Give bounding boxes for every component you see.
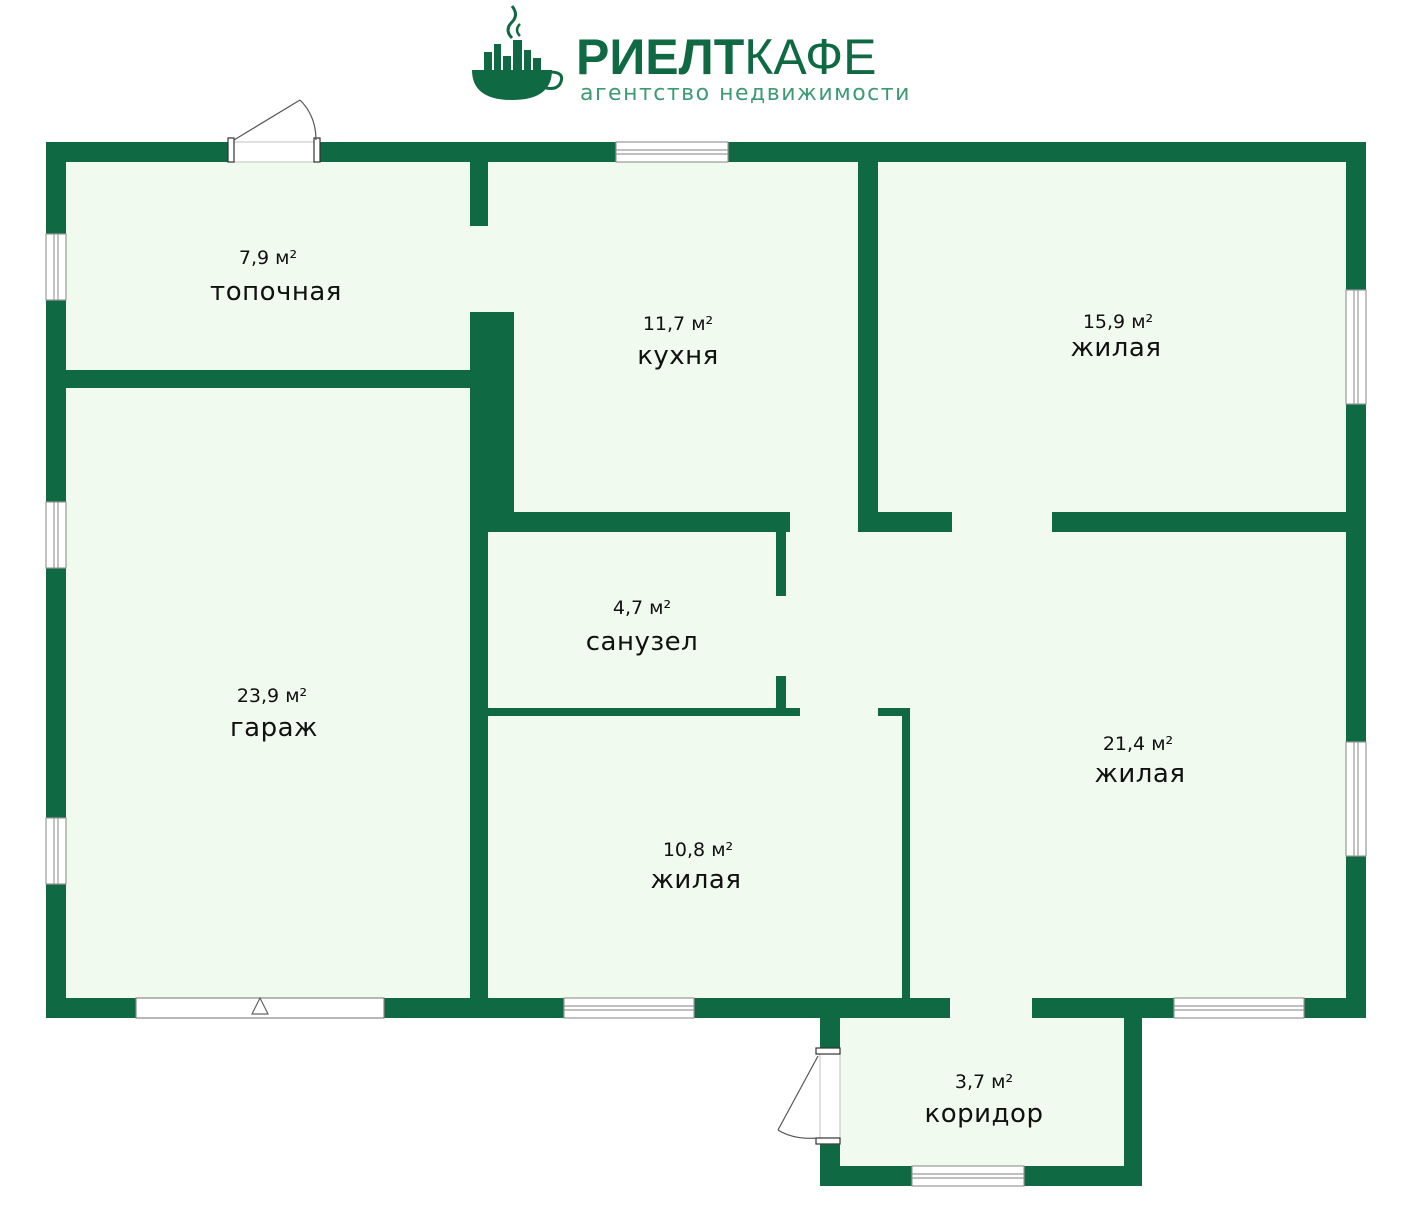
doors <box>135 99 841 1145</box>
room-area: 3,7 м² <box>955 1071 1013 1093</box>
window-corridor-bottom <box>911 1165 1025 1187</box>
room-area: 23,9 м² <box>237 685 307 707</box>
floor-fill <box>66 160 1346 1166</box>
window-garage-left-1 <box>45 501 67 569</box>
room-area: 11,7 м² <box>643 313 713 335</box>
window-garage-left-2 <box>45 817 67 885</box>
brand-logo: РИЕЛТКАФЕ агентство недвижимости <box>472 5 911 106</box>
room-name: топочная <box>210 277 342 307</box>
room-area: 15,9 м² <box>1083 311 1153 333</box>
room-area: 7,9 м² <box>239 247 297 269</box>
window-living3-bottom <box>1173 997 1305 1019</box>
garage-door <box>135 996 385 1019</box>
door-corridor-exterior <box>777 1047 841 1145</box>
window-living1-right <box>1345 289 1367 405</box>
room-area: 4,7 м² <box>613 597 671 619</box>
brand-tagline: агентство недвижимости <box>580 81 911 106</box>
window-living3-right <box>1345 741 1367 857</box>
room-name: гараж <box>230 713 318 743</box>
brand-name-bold: РИЕЛТ <box>576 29 744 85</box>
room-name: жилая <box>1094 759 1185 789</box>
walls <box>46 142 1366 1186</box>
room-name: кухня <box>637 341 719 371</box>
room-name: санузел <box>586 627 699 657</box>
room-name: коридор <box>925 1099 1044 1129</box>
window-kitchen-top <box>615 141 729 163</box>
room-labels: 7,9 м² топочная 11,7 м² кухня 15,9 м² жи… <box>210 247 1185 1129</box>
window-topochnaya-left <box>45 233 67 301</box>
room-area: 21,4 м² <box>1103 733 1173 755</box>
room-name: жилая <box>1070 333 1161 363</box>
door-topochnaya-exterior <box>227 99 321 163</box>
windows <box>45 141 1367 1187</box>
window-living2-bottom <box>563 997 695 1019</box>
svg-text:РИЕЛТКАФЕ: РИЕЛТКАФЕ <box>576 29 876 85</box>
coffee-cup-city-icon <box>472 5 564 100</box>
brand-name-light: КАФЕ <box>744 29 876 85</box>
room-name: жилая <box>650 865 741 895</box>
room-area: 10,8 м² <box>663 839 733 861</box>
